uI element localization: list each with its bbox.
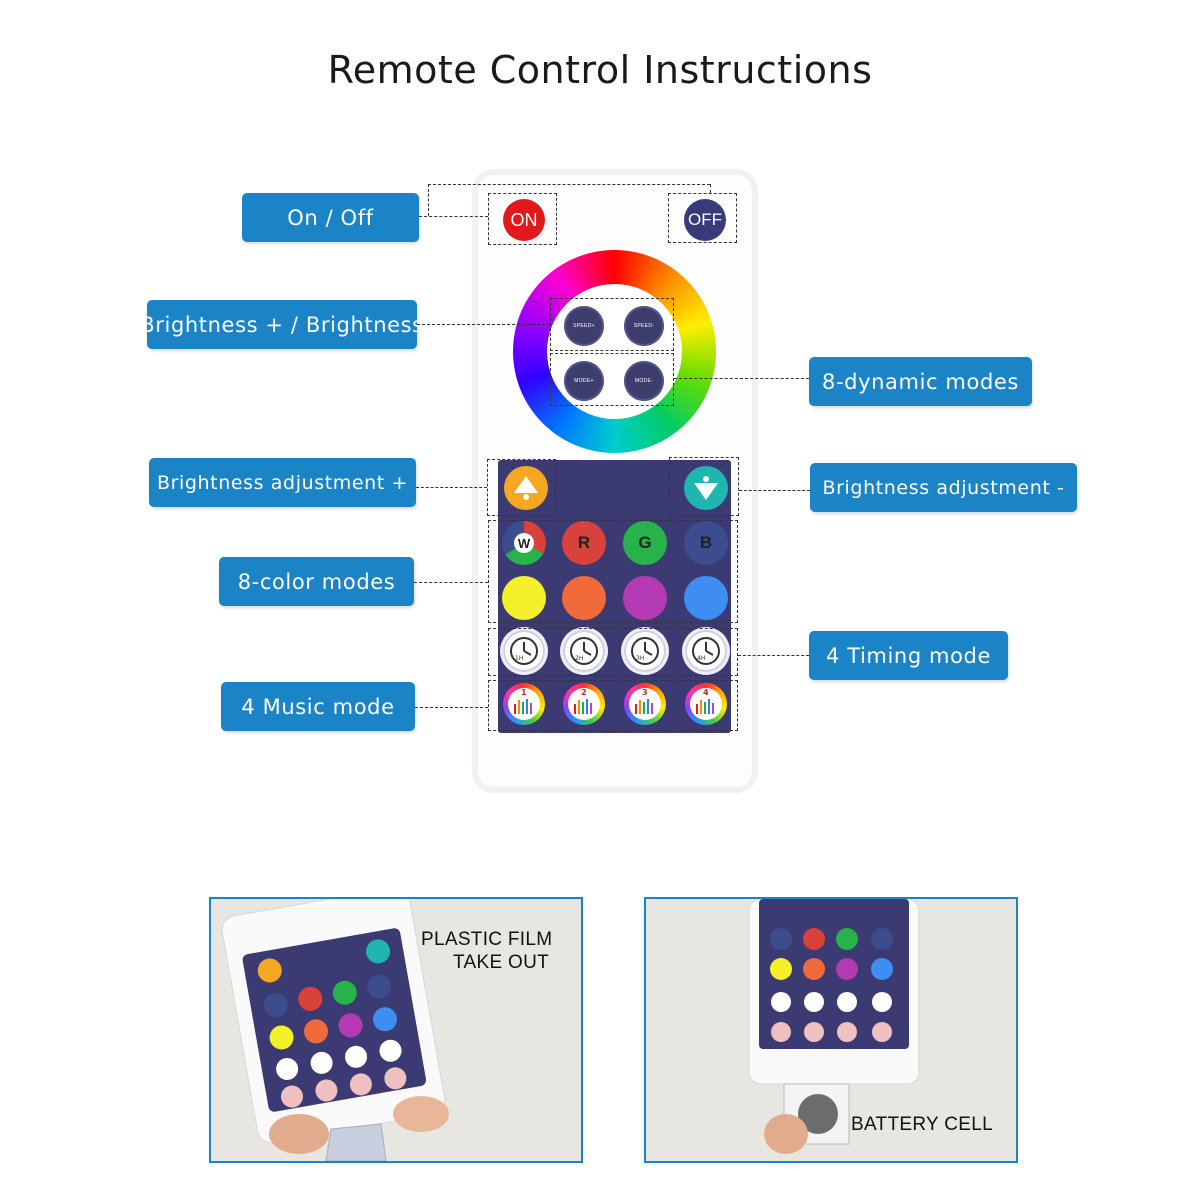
color-purple-button[interactable] xyxy=(623,576,667,620)
remote-battery-illustration xyxy=(646,899,1016,1161)
color-white-button[interactable]: W xyxy=(502,521,546,565)
timing-modes-outline xyxy=(488,628,738,676)
music-mode-3-face: 3 xyxy=(629,688,661,720)
music-mode-2-face: 2 xyxy=(568,688,600,720)
brightness-up-button[interactable] xyxy=(504,466,548,510)
timer-4h-button[interactable]: 4H xyxy=(685,630,727,672)
music-mode-1-button[interactable]: 1 xyxy=(503,683,545,725)
equalizer-icon xyxy=(696,699,714,714)
timer-1h-button[interactable]: 1H xyxy=(503,630,545,672)
clock-icon xyxy=(570,637,598,665)
color-white-label: W xyxy=(514,533,534,553)
leader-dynamic-modes xyxy=(674,378,809,379)
brightness-up-outline xyxy=(487,459,556,516)
leader-on-off xyxy=(419,216,488,217)
leader-brightness-down xyxy=(739,490,810,491)
photo-plastic-film: PLASTIC FILM TAKE OUT xyxy=(209,897,583,1163)
music-mode-2-label: 2 xyxy=(581,688,587,697)
brightness-up-icon xyxy=(514,476,538,500)
speed-minus-label: SPEED- xyxy=(633,323,655,329)
mode-plus-label: MODE+ xyxy=(574,378,594,384)
leader-timing-mode xyxy=(738,655,809,656)
mode-buttons-outline xyxy=(550,353,674,406)
label-music-mode: 4 Music mode xyxy=(221,682,415,731)
music-mode-4-label: 4 xyxy=(703,688,709,697)
speed-plus-button[interactable]: SPEED+ xyxy=(564,306,604,346)
leader-on-off-top xyxy=(428,184,710,185)
leader-brightness-pm xyxy=(417,324,550,325)
color-orange-button[interactable] xyxy=(562,576,606,620)
mode-minus-label: MODE- xyxy=(634,378,654,384)
color-skyblue-button[interactable] xyxy=(684,576,728,620)
timer-2h-label: 2H xyxy=(575,655,584,662)
color-modes-outline xyxy=(488,520,738,623)
mode-minus-button[interactable]: MODE- xyxy=(624,361,664,401)
brightness-down-button[interactable] xyxy=(684,466,728,510)
brightness-down-icon xyxy=(694,476,718,500)
power-off-button[interactable]: OFF xyxy=(684,199,726,241)
color-blue-button[interactable]: B xyxy=(684,521,728,565)
take-out-caption: TAKE OUT xyxy=(453,952,549,973)
color-yellow-button[interactable] xyxy=(502,576,546,620)
page-title: Remote Control Instructions xyxy=(327,48,873,92)
color-wheel-center xyxy=(547,284,682,419)
clock-icon xyxy=(692,637,720,665)
leader-color-modes xyxy=(414,582,488,583)
speed-minus-button[interactable]: SPEED- xyxy=(624,306,664,346)
label-dynamic-modes: 8-dynamic modes xyxy=(809,357,1032,406)
music-mode-4-button[interactable]: 4 xyxy=(685,683,727,725)
plastic-film-caption: PLASTIC FILM xyxy=(421,929,553,950)
label-brightness-down: Brightness adjustment - xyxy=(810,463,1077,512)
label-brightness-up: Brightness adjustment + xyxy=(149,458,416,507)
brightness-down-outline xyxy=(669,457,739,516)
music-mode-3-button[interactable]: 3 xyxy=(624,683,666,725)
power-on-button[interactable]: ON xyxy=(503,199,545,241)
equalizer-icon xyxy=(574,699,592,714)
color-green-button[interactable]: G xyxy=(623,521,667,565)
label-timing-mode: 4 Timing mode xyxy=(809,631,1008,680)
timer-4h-label: 4H xyxy=(697,655,706,662)
leader-music-mode xyxy=(415,707,488,708)
leader-off-drop xyxy=(710,184,711,193)
speed-plus-label: SPEED+ xyxy=(573,323,595,329)
timer-3h-label: 3H xyxy=(636,655,645,662)
label-brightness-plus-minus: Brightness + / Brightness xyxy=(140,300,423,349)
speed-buttons-outline xyxy=(550,298,674,351)
music-mode-1-label: 1 xyxy=(521,688,527,697)
timer-1h-label: 1H xyxy=(515,655,524,662)
equalizer-icon xyxy=(635,699,653,714)
music-mode-3-label: 3 xyxy=(642,688,648,697)
music-mode-2-button[interactable]: 2 xyxy=(563,683,605,725)
battery-cell-caption: BATTERY CELL xyxy=(851,1114,993,1135)
clock-icon xyxy=(631,637,659,665)
mode-plus-button[interactable]: MODE+ xyxy=(564,361,604,401)
leader-brightness-up xyxy=(416,487,487,488)
photo-battery-cell: BATTERY CELL xyxy=(644,897,1018,1163)
off-button-outline xyxy=(668,193,737,243)
label-color-modes: 8-color modes xyxy=(219,557,414,606)
timer-2h-button[interactable]: 2H xyxy=(563,630,605,672)
remote-pull-film-illustration xyxy=(211,899,581,1161)
color-red-button[interactable]: R xyxy=(562,521,606,565)
equalizer-icon xyxy=(514,699,532,714)
timer-3h-button[interactable]: 3H xyxy=(624,630,666,672)
label-on-off: On / Off xyxy=(242,193,419,242)
music-mode-1-face: 1 xyxy=(508,688,540,720)
music-modes-outline xyxy=(488,680,738,731)
on-button-outline xyxy=(488,193,557,245)
music-mode-4-face: 4 xyxy=(690,688,722,720)
clock-icon xyxy=(510,637,538,665)
leader-on-off-vertical xyxy=(428,184,429,216)
